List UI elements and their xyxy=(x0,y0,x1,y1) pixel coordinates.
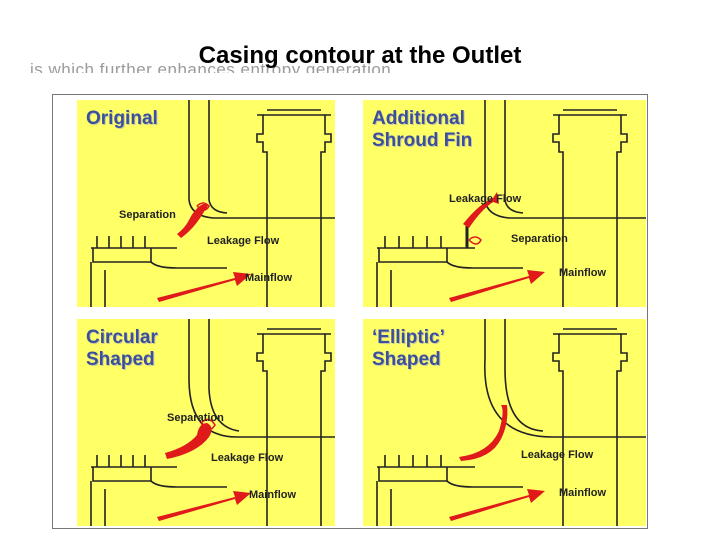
mainflow-arrow xyxy=(449,489,545,521)
leakage-flow-arrow xyxy=(463,192,499,228)
leakage-flow-label: Leakage Flow xyxy=(521,449,594,461)
diagram-figure: Original Separation Leakage Flow Mainflo… xyxy=(52,94,648,529)
mainflow-arrow xyxy=(157,491,251,521)
mainflow-label: Mainflow xyxy=(245,272,293,284)
mainflow-label: Mainflow xyxy=(559,487,607,499)
separation-vortex xyxy=(196,202,210,211)
leakage-flow-label: Leakage Flow xyxy=(207,235,280,247)
separation-vortex xyxy=(200,418,216,431)
leakage-flow-arrow xyxy=(459,405,508,461)
leakage-flow-arrow xyxy=(165,423,212,459)
mainflow-label: Mainflow xyxy=(249,489,297,501)
panel-original: Original Separation Leakage Flow Mainflo… xyxy=(77,100,335,307)
panel-title: Additional Shroud Fin xyxy=(372,108,473,151)
separation-vortex xyxy=(468,236,482,245)
mainflow-arrow xyxy=(157,272,251,302)
panel-title: Circular Shaped xyxy=(86,327,158,370)
turbine-outlet-drawing xyxy=(90,319,335,526)
background-text-fragment: is which further enhances entropy genera… xyxy=(30,60,397,79)
turbine-outlet-drawing xyxy=(376,319,646,526)
leakage-flow-arrow xyxy=(177,204,208,238)
mainflow-label: Mainflow xyxy=(559,267,607,279)
separation-label: Separation xyxy=(119,209,176,221)
mainflow-arrow xyxy=(449,270,545,302)
separation-label: Separation xyxy=(511,233,568,245)
panel-title: ‘Elliptic’ Shaped xyxy=(372,327,445,370)
turbine-outlet-drawing xyxy=(376,100,646,307)
separation-label: Separation xyxy=(167,412,224,424)
turbine-outlet-drawing xyxy=(90,100,335,307)
slide-title: Casing contour at the Outlet xyxy=(198,42,522,69)
panel-elliptic-shaped: ‘Elliptic’ Shaped Leakage Flow Mainflow xyxy=(363,319,646,526)
panel-circular-shaped: Circular Shaped Separation Leakage Flow … xyxy=(77,319,335,526)
leakage-flow-label: Leakage Flow xyxy=(449,193,522,205)
panel-title: Original xyxy=(86,108,158,129)
panel-additional-shroud-fin: Additional Shroud Fin Leakage Flow Separ… xyxy=(363,100,646,307)
leakage-flow-label: Leakage Flow xyxy=(211,452,284,464)
